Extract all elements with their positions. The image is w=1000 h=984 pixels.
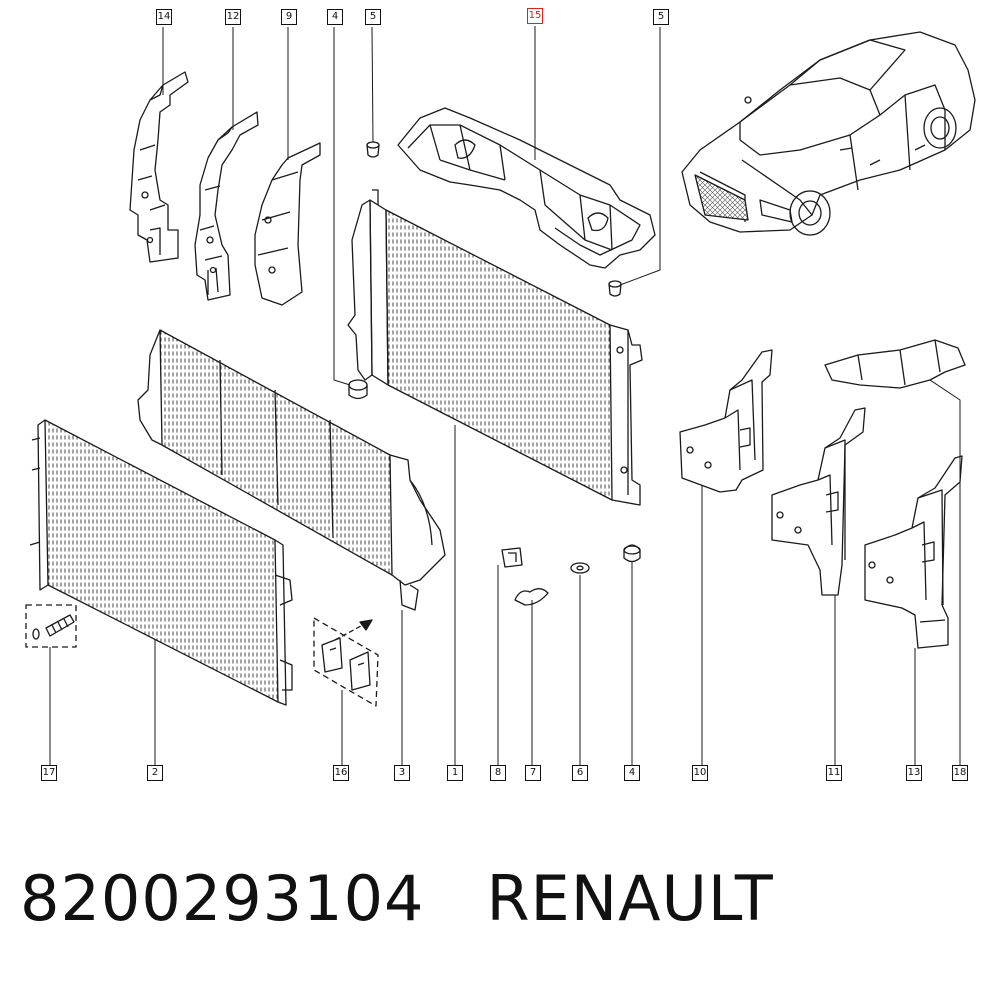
leader-5a	[371, 26, 374, 143]
callout-5-upper: 5	[365, 9, 381, 25]
part-11-support-bracket	[771, 407, 866, 596]
callout-12: 12	[225, 9, 241, 25]
part-3-charge-air-cooler	[137, 329, 446, 611]
part-10-support-bracket	[679, 349, 773, 493]
callout-15-highlighted: 15	[527, 8, 543, 24]
callout-16: 16	[333, 765, 349, 781]
callout-2: 2	[147, 765, 163, 781]
callout-18: 18	[952, 765, 968, 781]
part-5-upper-bush	[366, 141, 380, 158]
part-8-clip	[501, 547, 523, 568]
part-16-mounting-kit	[313, 617, 379, 707]
part-18-upper-deflector	[824, 339, 966, 389]
part-15-upper-radiator-support	[397, 107, 656, 269]
callout-11: 11	[826, 765, 842, 781]
callout-3: 3	[394, 765, 410, 781]
leader-18	[929, 379, 961, 765]
callout-8: 8	[490, 765, 506, 781]
car-location-illustration	[681, 31, 976, 236]
leader-lines	[49, 26, 961, 765]
callout-6: 6	[572, 765, 588, 781]
part-5-lower-bush	[608, 280, 622, 297]
part-number: 8200293104	[20, 862, 425, 935]
arrow-to-intercooler	[334, 619, 373, 641]
callout-9: 9	[281, 9, 297, 25]
brand-name: RENAULT	[486, 862, 774, 935]
part-caption: 8200293104 RENAULT	[20, 862, 774, 935]
part-13-support-bracket	[864, 455, 963, 649]
part-7-spring-clip	[514, 588, 549, 606]
callout-13: 13	[906, 765, 922, 781]
leader-5b	[619, 27, 661, 286]
part-2-condenser	[29, 419, 293, 706]
part-17-screw-kit	[25, 604, 77, 648]
part-4-lower-mount	[623, 544, 641, 563]
part-14-air-deflector-bracket	[129, 71, 189, 263]
callout-7: 7	[525, 765, 541, 781]
callout-1: 1	[447, 765, 463, 781]
part-1-radiator	[347, 189, 643, 506]
callout-4-lower: 4	[624, 765, 640, 781]
callout-14: 14	[156, 9, 172, 25]
part-6-washer	[570, 562, 590, 574]
callout-4-upper: 4	[327, 9, 343, 25]
part-9-air-deflector-bracket	[254, 142, 321, 306]
callout-10: 10	[692, 765, 708, 781]
callout-17: 17	[41, 765, 57, 781]
leader-4a	[333, 27, 351, 386]
part-4-upper-mount	[348, 379, 368, 400]
part-12-air-deflector-bracket	[194, 111, 259, 301]
callout-5-right: 5	[653, 9, 669, 25]
